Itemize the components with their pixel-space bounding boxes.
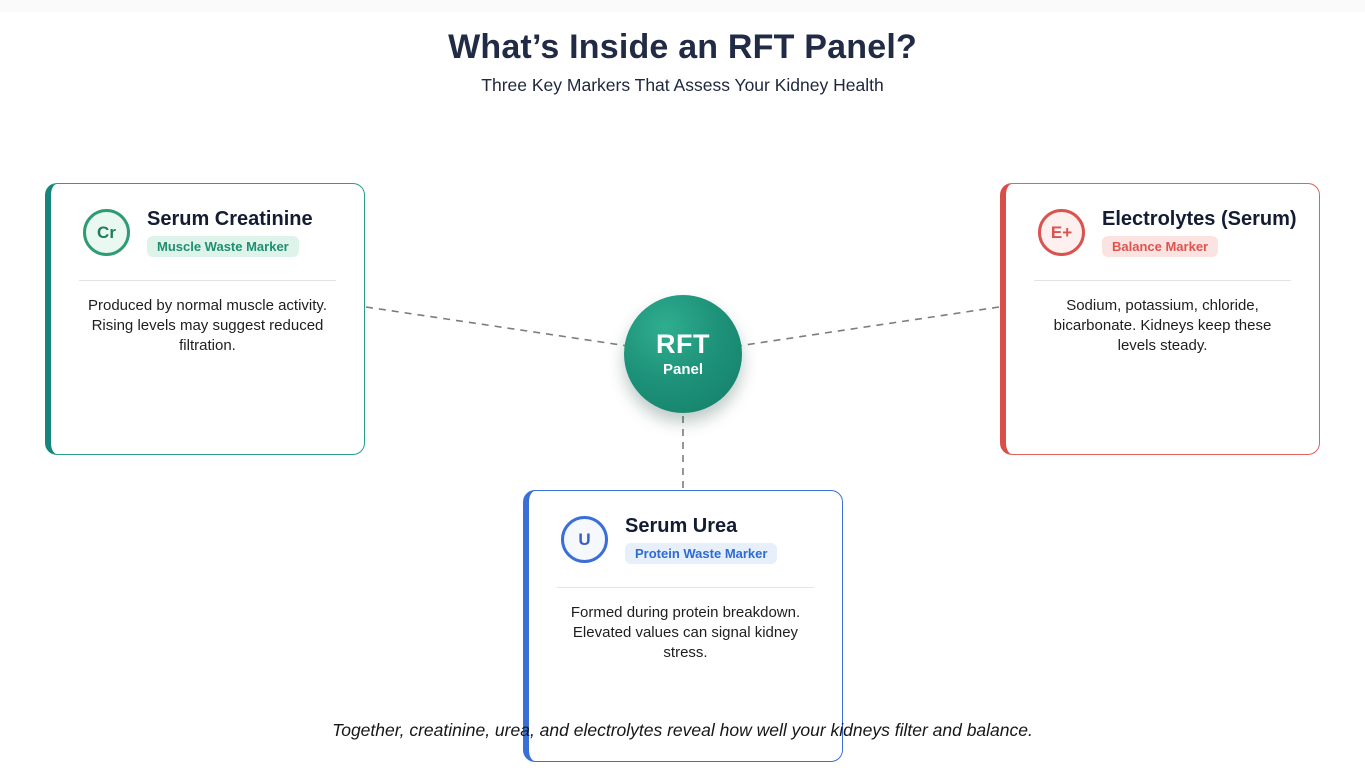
- rft-panel-node-subtitle: Panel: [662, 361, 704, 379]
- card-header: U Serum Urea Protein Waste Marker: [529, 491, 842, 564]
- card-serum-creatinine: Cr Serum Creatinine Muscle Waste Marker …: [45, 183, 365, 455]
- card-titleblock: Serum Urea Protein Waste Marker: [625, 515, 778, 564]
- e-plus-icon: E+: [1038, 209, 1085, 256]
- header: What’s Inside an RFT Panel? Three Key Ma…: [0, 28, 1365, 96]
- card-electrolytes: E+ Electrolytes (Serum) Balance Marker S…: [1000, 183, 1320, 455]
- page-title: What’s Inside an RFT Panel?: [448, 28, 917, 66]
- card-header: E+ Electrolytes (Serum) Balance Marker: [1006, 184, 1319, 257]
- card-title: Serum Creatinine: [147, 208, 313, 230]
- card-body: Sodium, potassium, chloride, bicarbonate…: [1053, 297, 1272, 354]
- rft-panel-node-title: RFT: [656, 328, 710, 359]
- rft-panel-node: RFT Panel: [624, 295, 742, 413]
- card-header: Cr Serum Creatinine Muscle Waste Marker: [51, 184, 364, 257]
- card-divider: [79, 280, 336, 281]
- card-divider: [557, 587, 814, 588]
- cr-icon: Cr: [83, 209, 130, 256]
- card-title: Electrolytes (Serum): [1102, 208, 1297, 230]
- card-body: Produced by normal muscle activity. Risi…: [88, 297, 327, 354]
- marker-badge: Protein Waste Marker: [625, 543, 778, 564]
- marker-badge: Balance Marker: [1102, 236, 1219, 257]
- top-strip: [0, 0, 1365, 12]
- page-subtitle: Three Key Markers That Assess Your Kidne…: [481, 75, 884, 95]
- footer-note: Together, creatinine, urea, and electrol…: [332, 720, 1033, 740]
- card-titleblock: Serum Creatinine Muscle Waste Marker: [147, 208, 313, 257]
- connector-left: [365, 306, 629, 347]
- card-divider: [1034, 280, 1291, 281]
- card-serum-urea: U Serum Urea Protein Waste Marker Formed…: [523, 490, 843, 762]
- card-title: Serum Urea: [625, 515, 738, 537]
- card-body: Formed during protein breakdown. Elevate…: [570, 604, 801, 661]
- u-icon: U: [561, 516, 608, 563]
- marker-badge: Muscle Waste Marker: [147, 236, 299, 257]
- connector-right: [737, 306, 1000, 347]
- card-titleblock: Electrolytes (Serum) Balance Marker: [1102, 208, 1297, 257]
